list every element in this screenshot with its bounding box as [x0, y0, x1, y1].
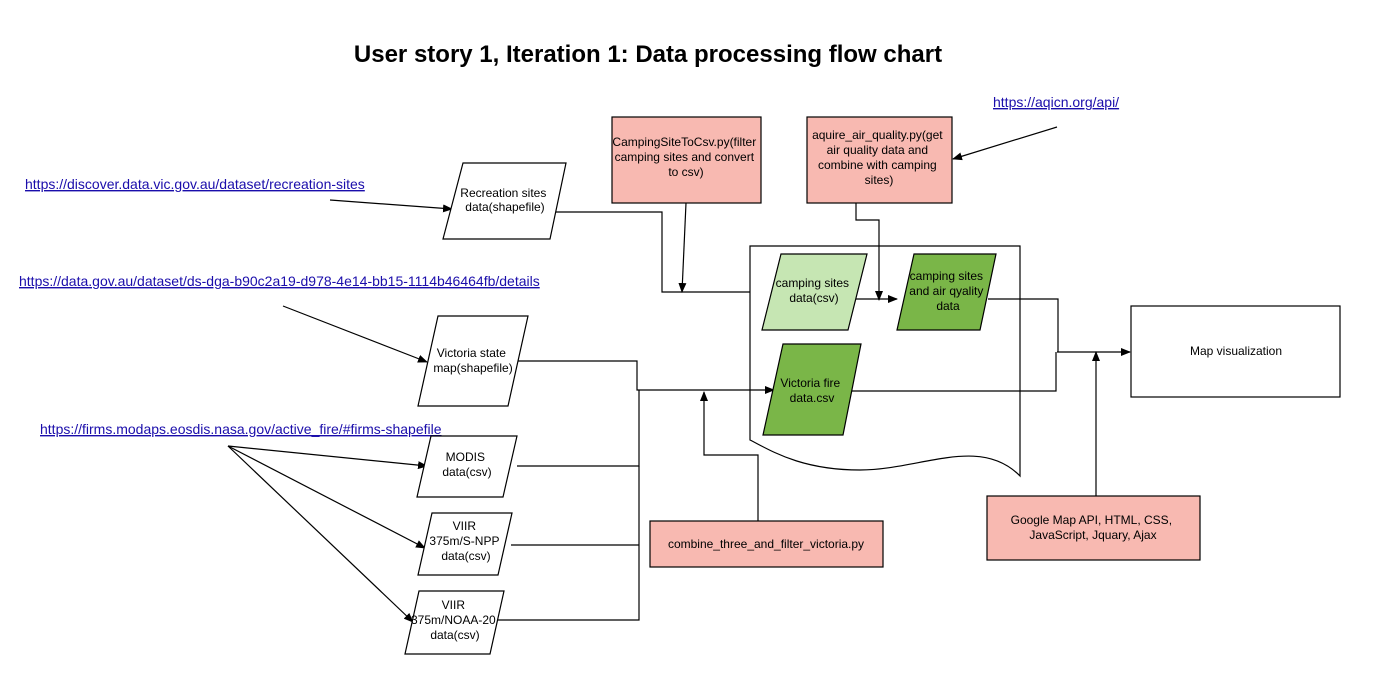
edge-noaa-bus	[498, 545, 640, 621]
node-victoria-fire-label: Victoria fire data.csv	[780, 376, 843, 405]
edge-fire-map	[848, 352, 1057, 392]
node-victoria-state-map	[417, 315, 529, 407]
edge-firms-modis	[227, 445, 428, 470]
node-camping-air-label: camping sites and air qyality data	[909, 269, 986, 313]
edges	[227, 126, 1131, 623]
node-tech-stack-label: Google Map API, HTML, CSS, JavaScript, J…	[1011, 513, 1176, 542]
link-aqicn[interactable]: https://aqicn.org/api/	[993, 94, 1119, 110]
node-map-visualization-label: Map visualization	[1190, 344, 1282, 358]
page-title: User story 1, Iteration 1: Data processi…	[354, 41, 942, 68]
node-viir-noaa	[404, 590, 505, 655]
node-victoria-fire	[762, 343, 862, 436]
node-camping-to-csv-label: CampingSiteToCsv.py(filter camping sites…	[612, 135, 759, 179]
edge-vicmap-fire	[518, 360, 775, 394]
link-firms[interactable]: https://firms.modaps.eosdis.nasa.gov/act…	[40, 421, 442, 437]
edge-aqicn-airquality	[952, 126, 1058, 161]
node-camping-air	[896, 253, 997, 331]
edge-firms-snpp	[227, 445, 426, 549]
edge-campingair-map	[988, 298, 1059, 352]
node-recreation-sites	[442, 162, 567, 240]
node-modis	[416, 435, 518, 498]
edge-firms-noaa	[227, 445, 414, 623]
node-tech-stack	[986, 495, 1201, 561]
edge-recreation-doc	[556, 211, 750, 293]
edge-link-recreation	[329, 199, 453, 213]
node-camping-to-csv	[611, 116, 762, 204]
node-viir-snpp	[417, 512, 513, 576]
node-map-visualization	[1130, 305, 1341, 398]
node-combine-filter-label: combine_three_and_filter_victoria.py	[668, 537, 864, 551]
node-viir-noaa-label: VIIR 375m/NOAA-20 data(csv)	[411, 598, 499, 642]
node-recreation-sites-label: Recreation sites data(shapefile)	[460, 186, 549, 214]
node-victoria-state-map-label: Victoria state map(shapefile)	[433, 346, 512, 375]
node-air-quality-label: aquire_air_quality.py(get air quality da…	[812, 128, 946, 187]
edge-campingtocsv-doc	[678, 202, 687, 293]
edge-airquality-campingair	[855, 203, 883, 301]
node-viir-snpp-label: VIIR 375m/S-NPP data(csv)	[429, 519, 502, 563]
node-modis-label: MODIS data(csv)	[442, 450, 491, 479]
link-recreation-sites[interactable]: https://discover.data.vic.gov.au/dataset…	[25, 176, 365, 192]
node-air-quality	[806, 116, 953, 204]
edge-modis-bus	[517, 390, 640, 467]
node-camping-sites	[761, 253, 868, 331]
link-vic-state-map[interactable]: https://data.gov.au/dataset/ds-dga-b90c2…	[19, 273, 540, 289]
node-combine-filter	[649, 520, 884, 568]
edge-link-vicmap	[282, 305, 428, 363]
edge-combine-bus	[700, 391, 759, 521]
node-camping-sites-label: camping sites data(csv)	[776, 276, 853, 305]
